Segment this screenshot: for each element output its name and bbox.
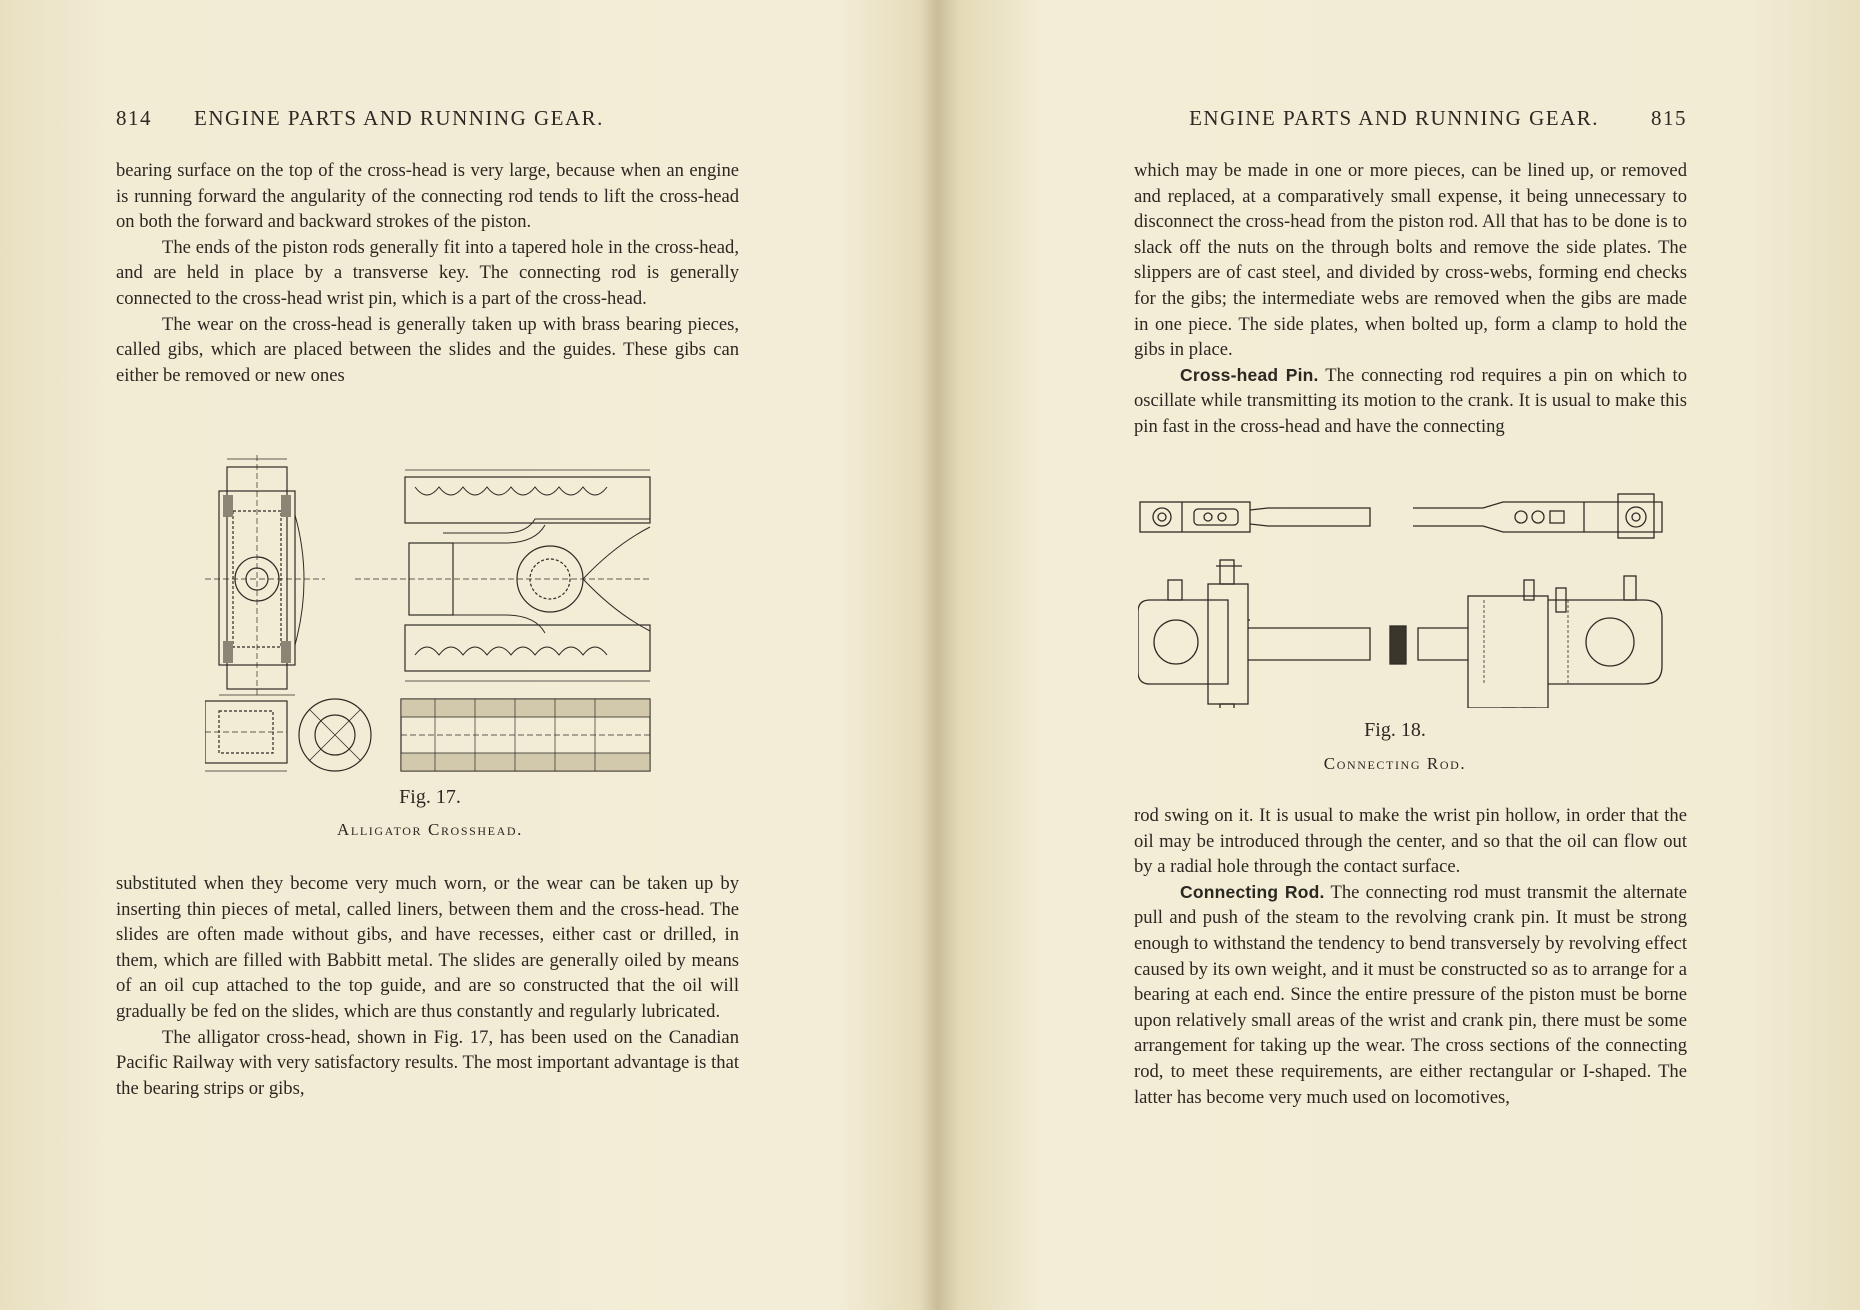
figure-17-number: Fig. 17.: [399, 786, 461, 808]
subheading-connecting-rod: Connecting Rod.: [1180, 881, 1325, 902]
paragraph: Cross-head Pin. The connecting rod requi…: [1134, 363, 1687, 440]
paragraph: The alligator cross-head, shown in Fig. …: [116, 1026, 739, 1099]
paragraph-text: The connecting rod requires a pin on whi…: [1134, 364, 1687, 437]
subheading-crosshead-pin: Cross-head Pin.: [1180, 364, 1319, 385]
paragraph: The wear on the cross-head is generally …: [116, 313, 739, 386]
right-text-bottom: rod swing on it. It is usual to make the…: [1134, 803, 1687, 1110]
page-number-right: 815: [1651, 106, 1687, 130]
left-text-top: bearing surface on the top of the cross-…: [116, 158, 739, 388]
figure-18-number: Fig. 18.: [1364, 719, 1426, 741]
paragraph: The ends of the piston rods generally fi…: [116, 236, 739, 309]
connecting-rod-plan-view: [1139, 493, 1663, 539]
connecting-rod-elevation: [1138, 559, 1663, 708]
page-number-left: 814: [116, 106, 152, 130]
paragraph-text: The connecting rod must transmit the alt…: [1134, 881, 1687, 1108]
crosshead-side-elevation: [205, 698, 651, 772]
running-head-title-right: ENGINE PARTS AND RUNNING GEAR.: [1189, 106, 1599, 130]
paragraph: which may be made in one or more pieces,…: [1134, 160, 1687, 361]
paragraph: Connecting Rod. The connecting rod must …: [1134, 880, 1687, 1110]
right-text-top: which may be made in one or more pieces,…: [1134, 158, 1687, 440]
paragraph: substituted when they become very much w…: [116, 873, 739, 1022]
running-head-title-left: ENGINE PARTS AND RUNNING GEAR.: [194, 106, 604, 130]
crosshead-end-section: [205, 455, 325, 696]
right-page: ENGINE PARTS AND RUNNING GEAR. 815 which…: [930, 0, 1860, 1310]
paragraph: rod swing on it. It is usual to make the…: [1134, 805, 1687, 878]
left-page: 814 ENGINE PARTS AND RUNNING GEAR. beari…: [116, 106, 739, 1101]
figure-18-caption: Connecting Rod.: [1323, 754, 1467, 773]
figure-18-drawing: [1138, 488, 1678, 708]
paragraph: bearing surface on the top of the cross-…: [116, 160, 739, 233]
left-text-bottom: substituted when they become very much w…: [116, 871, 739, 1101]
crosshead-plan-view: [355, 469, 651, 682]
figure-17-drawing: [205, 455, 655, 785]
figure-17-caption: Alligator Crosshead.: [337, 820, 523, 839]
